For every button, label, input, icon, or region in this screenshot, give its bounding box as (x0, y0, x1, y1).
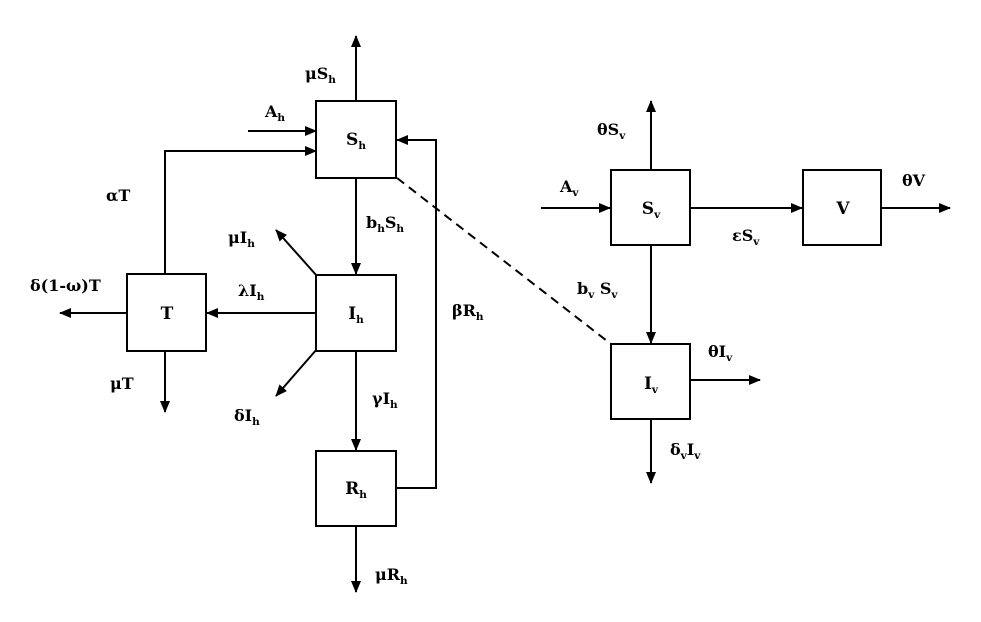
label-theta-sv: θSv (597, 120, 626, 142)
label-a-v: Av (559, 177, 579, 199)
rate-labels: μSh Ah αT bhSh μIh λIh δ(1-ω)T μT δIh γI… (30, 64, 926, 587)
flows (59, 35, 951, 593)
label-bh-sh: bhSh (366, 213, 404, 235)
label-mu-ih: μIh (228, 228, 255, 250)
label-mu-sh: μSh (305, 64, 336, 86)
label-mu-t: μT (110, 374, 134, 393)
svg-text:Sh: Sh (346, 130, 366, 152)
compartment-sh: Sh (315, 100, 397, 179)
label-eps-sv: εSv (732, 226, 760, 248)
svg-text:Sv: Sv (642, 199, 661, 221)
interaction-link (396, 177, 612, 345)
label-deltav-iv: δvIv (670, 440, 701, 462)
label-a-h: Ah (264, 102, 285, 124)
compartment-iv: Iv (610, 343, 691, 420)
compartment-v: V (802, 169, 882, 246)
compartment-t: T (126, 273, 207, 352)
flow-t-to-sh (164, 146, 317, 273)
label-delta-1w-t: δ(1-ω)T (30, 276, 101, 295)
label-gamma-ih: γIh (372, 389, 398, 411)
label-bv-sv: bv Sv (577, 279, 618, 301)
svg-text:T: T (161, 304, 174, 324)
flow-ih-death-mu (275, 229, 318, 277)
svg-text:Rh: Rh (345, 479, 367, 501)
svg-text:V: V (835, 199, 850, 219)
compartment-rh: Rh (315, 450, 397, 527)
label-beta-rh: βRh (452, 301, 484, 323)
compartment-ih: Ih (315, 274, 397, 352)
flow-rh-to-sh (396, 135, 437, 489)
label-theta-v: θV (902, 171, 926, 190)
compartment-sv: Sv (610, 169, 691, 246)
label-alpha-t: αT (106, 186, 130, 205)
label-delta-ih: δIh (234, 406, 260, 428)
label-mu-rh: μRh (375, 565, 408, 587)
label-lambda-ih: λIh (238, 281, 265, 303)
label-theta-iv: θIv (708, 342, 733, 364)
svg-text:Iv: Iv (644, 374, 659, 396)
svg-text:Ih: Ih (348, 304, 364, 326)
compartments: Sh Ih Rh T Sv Iv V (126, 100, 882, 527)
flow-ih-death-delta (275, 348, 318, 397)
